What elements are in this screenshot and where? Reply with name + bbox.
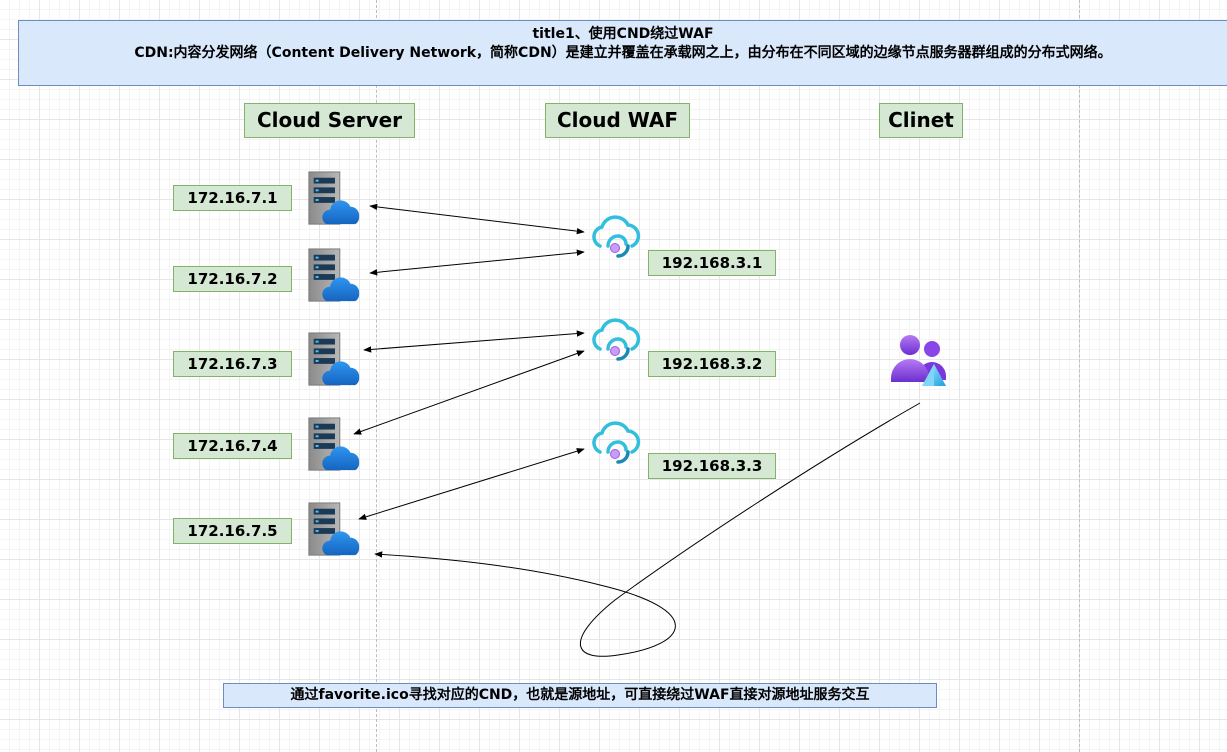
server-ip-label: 172.16.7.1 [173, 185, 292, 211]
link-server2-waf1 [369, 249, 585, 276]
title-line-2: CDN:内容分发网络（Content Delivery Network，简称CD… [134, 45, 1112, 61]
link-server5-waf3 [358, 448, 585, 520]
waf-ip-label: 192.168.3.1 [648, 250, 776, 276]
server-ip-label: 172.16.7.2 [173, 266, 292, 292]
header-client: Clinet [879, 103, 963, 138]
guide-line-right [1079, 0, 1080, 752]
title-box: title1、使用CND绕过WAF CDN:内容分发网络（Content Del… [18, 20, 1227, 86]
waf-ip-label: 192.168.3.2 [648, 351, 776, 377]
link-server4-waf2 [353, 350, 585, 435]
server-ip-label: 172.16.7.4 [173, 433, 292, 459]
users-icon [891, 335, 946, 386]
header-cloud-waf: Cloud WAF [545, 103, 690, 138]
server-ip-label: 172.16.7.3 [173, 351, 292, 377]
server-ip-label: 172.16.7.5 [173, 518, 292, 544]
link-client-server5 [374, 402, 921, 657]
header-cloud-server: Cloud Server [244, 103, 415, 138]
link-server3-waf2 [363, 330, 585, 353]
note-box: 通过favorite.ico寻找对应的CND，也就是源地址，可直接绕过WAF直接… [223, 683, 937, 708]
waf-ip-label: 192.168.3.3 [648, 453, 776, 479]
link-server1-waf1 [369, 203, 585, 235]
title-line-1: title1、使用CND绕过WAF [532, 26, 714, 42]
